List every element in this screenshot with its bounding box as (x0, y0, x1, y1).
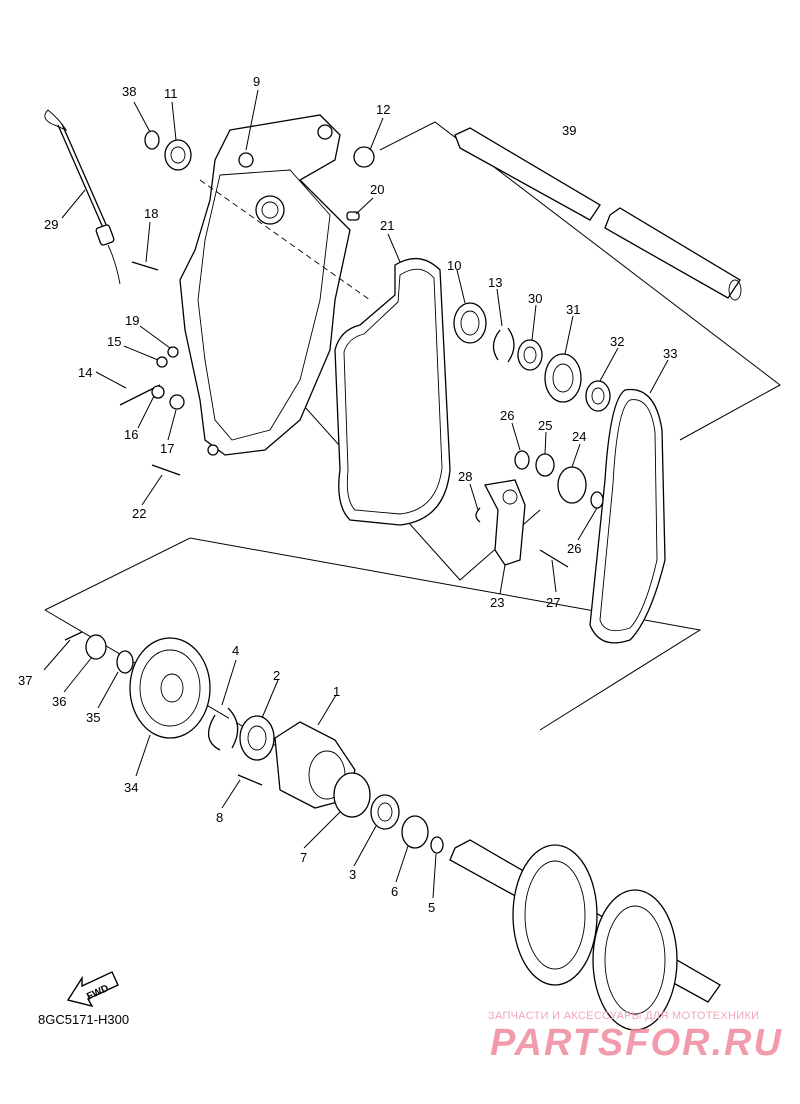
callout-7: 7 (300, 850, 307, 865)
driveshaft-part (454, 127, 742, 301)
sprocket-part-34 (129, 637, 211, 739)
callout-26b: 26 (567, 541, 581, 556)
callout-37: 37 (18, 673, 32, 688)
callout-32: 32 (610, 334, 624, 349)
callout-17: 17 (160, 441, 174, 456)
gasket-part (334, 258, 451, 526)
forward-arrow-icon: FWD (66, 971, 119, 1008)
callout-labels: 1 2 3 4 5 6 7 8 9 10 11 12 13 14 15 16 1… (18, 74, 677, 915)
callout-24: 24 (572, 429, 586, 444)
bearing-part-25 (535, 453, 555, 477)
callout-21: 21 (380, 218, 394, 233)
circlip-part-4 (208, 707, 239, 751)
callout-27: 27 (546, 595, 560, 610)
callout-28: 28 (458, 469, 472, 484)
callout-1: 1 (333, 684, 340, 699)
bearing-part-2 (239, 715, 275, 761)
diagram-code: 8GC5171-H300 (38, 1012, 130, 1027)
bolt-part-16 (151, 385, 165, 399)
callout-4: 4 (232, 643, 239, 658)
callout-10: 10 (447, 258, 461, 273)
callout-6: 6 (391, 884, 398, 899)
callout-14: 14 (78, 365, 92, 380)
chaincase-housing-part (179, 114, 371, 456)
callout-2: 2 (273, 668, 280, 683)
clip-part-28 (475, 507, 481, 523)
oring-part-5 (430, 836, 444, 854)
washer-part-26b (590, 491, 604, 509)
sprocket-part-31 (544, 353, 582, 403)
callout-12: 12 (376, 102, 390, 117)
callout-23: 23 (490, 595, 504, 610)
callout-22: 22 (132, 506, 146, 521)
oil-seal-part-11 (164, 139, 192, 171)
callout-16: 16 (124, 427, 138, 442)
bolt-part-8 (237, 774, 263, 786)
callout-3: 3 (349, 867, 356, 882)
collar-part-6 (401, 815, 429, 849)
bolt-part-22 (151, 464, 181, 476)
circlip-part-13 (492, 327, 515, 363)
callout-9: 9 (253, 74, 260, 89)
bearing-part-10 (453, 302, 487, 344)
callout-8: 8 (216, 810, 223, 825)
watermark-tagline: ЗАПЧАСТИ И АКСЕССУАРЫ ДЛЯ МОТОТЕХНИКИ (488, 1010, 760, 1022)
callout-13: 13 (488, 275, 502, 290)
callout-39: 39 (562, 123, 576, 138)
cotter-pin-part-37 (64, 631, 83, 641)
washer-part-19 (167, 346, 179, 358)
bearing-part-32 (585, 380, 611, 412)
drive-axle-part (449, 839, 721, 1031)
washer-part-26a (514, 450, 530, 470)
callout-15: 15 (107, 334, 121, 349)
callout-35: 35 (86, 710, 100, 725)
callout-36: 36 (52, 694, 66, 709)
callout-38: 38 (122, 84, 136, 99)
oring-part-38 (144, 130, 160, 150)
callout-33: 33 (663, 346, 677, 361)
spacer-part-3 (370, 794, 400, 830)
stud-part-18 (131, 261, 159, 271)
plug-part-12 (353, 146, 375, 168)
watermark-logo: PARTSFOR.RU (490, 1022, 783, 1064)
nut-part-36 (85, 634, 107, 660)
drive-chain-part (589, 388, 666, 644)
roller-part-24 (557, 466, 587, 504)
callout-29: 29 (44, 217, 58, 232)
callout-34: 34 (124, 780, 138, 795)
callout-30: 30 (528, 291, 542, 306)
callout-18: 18 (144, 206, 158, 221)
nut-part-15 (156, 356, 168, 368)
callout-11: 11 (164, 86, 178, 101)
callout-26a: 26 (500, 408, 514, 423)
callout-31: 31 (566, 302, 580, 317)
dipstick-part (44, 109, 121, 285)
callout-5: 5 (428, 900, 435, 915)
washer-part-35 (116, 650, 134, 674)
callout-25: 25 (538, 418, 552, 433)
callout-20: 20 (370, 182, 384, 197)
tensioner-arm-part (484, 479, 526, 566)
callout-19: 19 (125, 313, 139, 328)
bolt-part-27 (539, 549, 569, 568)
leader-lines (43, 89, 669, 899)
collar-part-30 (517, 339, 543, 371)
nut-part-17 (169, 394, 185, 410)
oring-part-7 (333, 772, 371, 818)
